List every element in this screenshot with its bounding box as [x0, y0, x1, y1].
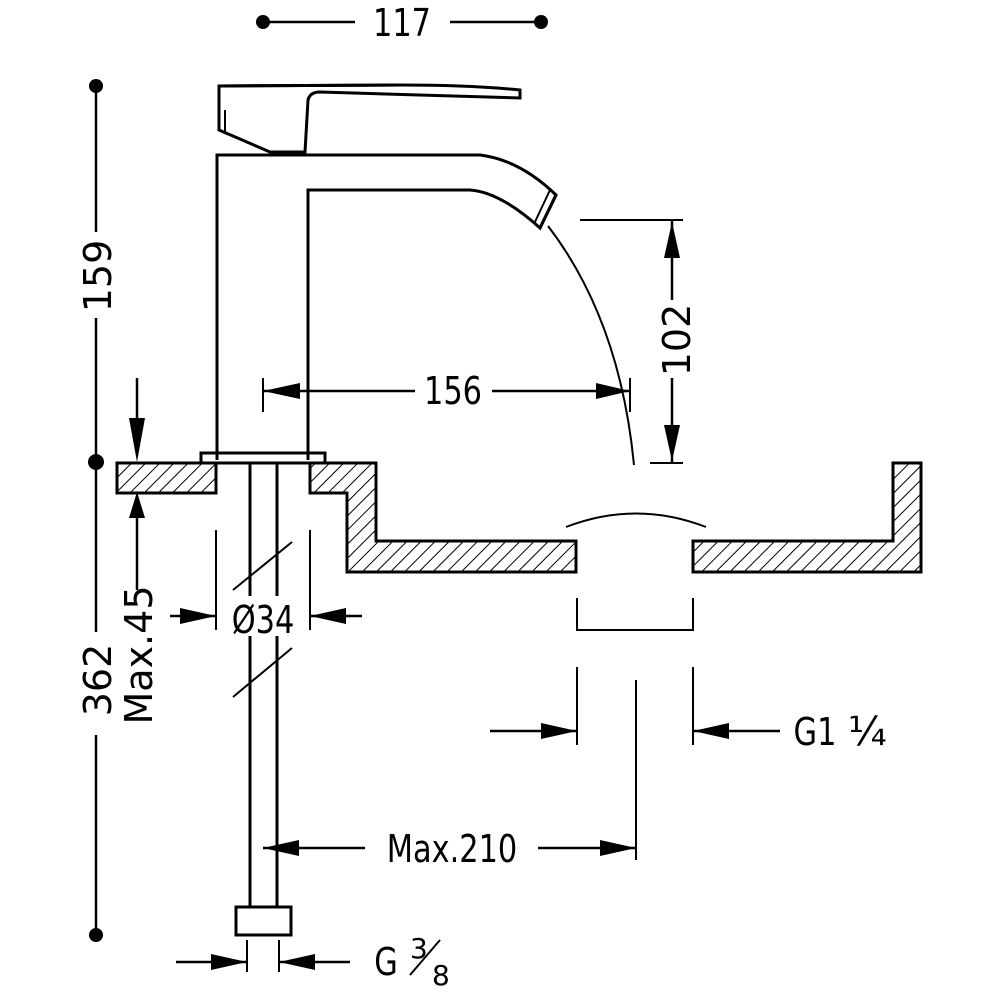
supply-thread-label: G	[374, 941, 398, 985]
supply-thread-denominator: 8	[432, 959, 450, 992]
width-dimension: 117	[256, 2, 548, 46]
clearance-dimension: 102	[580, 219, 699, 464]
waste-thread-label: G1	[794, 711, 837, 755]
diameter-label: Ø34	[232, 599, 295, 643]
faucet-body	[199, 83, 558, 465]
supply-thread-dimension: G 3 8	[176, 932, 450, 992]
waste-outlet: G1 ¼	[490, 598, 887, 755]
hose-nut	[234, 905, 293, 937]
reach-label: 156	[424, 370, 482, 414]
clearance-label: 102	[655, 304, 699, 377]
waste-thread-fraction: ¼	[848, 709, 887, 755]
thickness-label: Max.45	[117, 586, 161, 725]
hose-length-label: Max.210	[387, 828, 518, 872]
basin-wall-right	[691, 461, 923, 574]
basin-section	[115, 461, 923, 574]
basin-wall-left	[308, 461, 578, 574]
hose-length-dimension: Max.210	[263, 680, 637, 872]
countertop-left	[115, 461, 218, 495]
width-label: 117	[373, 2, 431, 46]
diameter-dimension: Ø34	[170, 530, 362, 643]
thickness-dimension: Max.45	[117, 378, 161, 725]
drain-cap	[565, 512, 707, 528]
supply-hose	[232, 463, 293, 937]
water-stream	[547, 225, 635, 466]
height-above-label: 159	[76, 240, 120, 313]
supply-thread-numerator: 3	[410, 932, 428, 965]
total-height-label: 362	[76, 644, 120, 717]
reach-dimension: 156	[262, 370, 631, 414]
height-dimension: 159 362	[76, 79, 120, 942]
